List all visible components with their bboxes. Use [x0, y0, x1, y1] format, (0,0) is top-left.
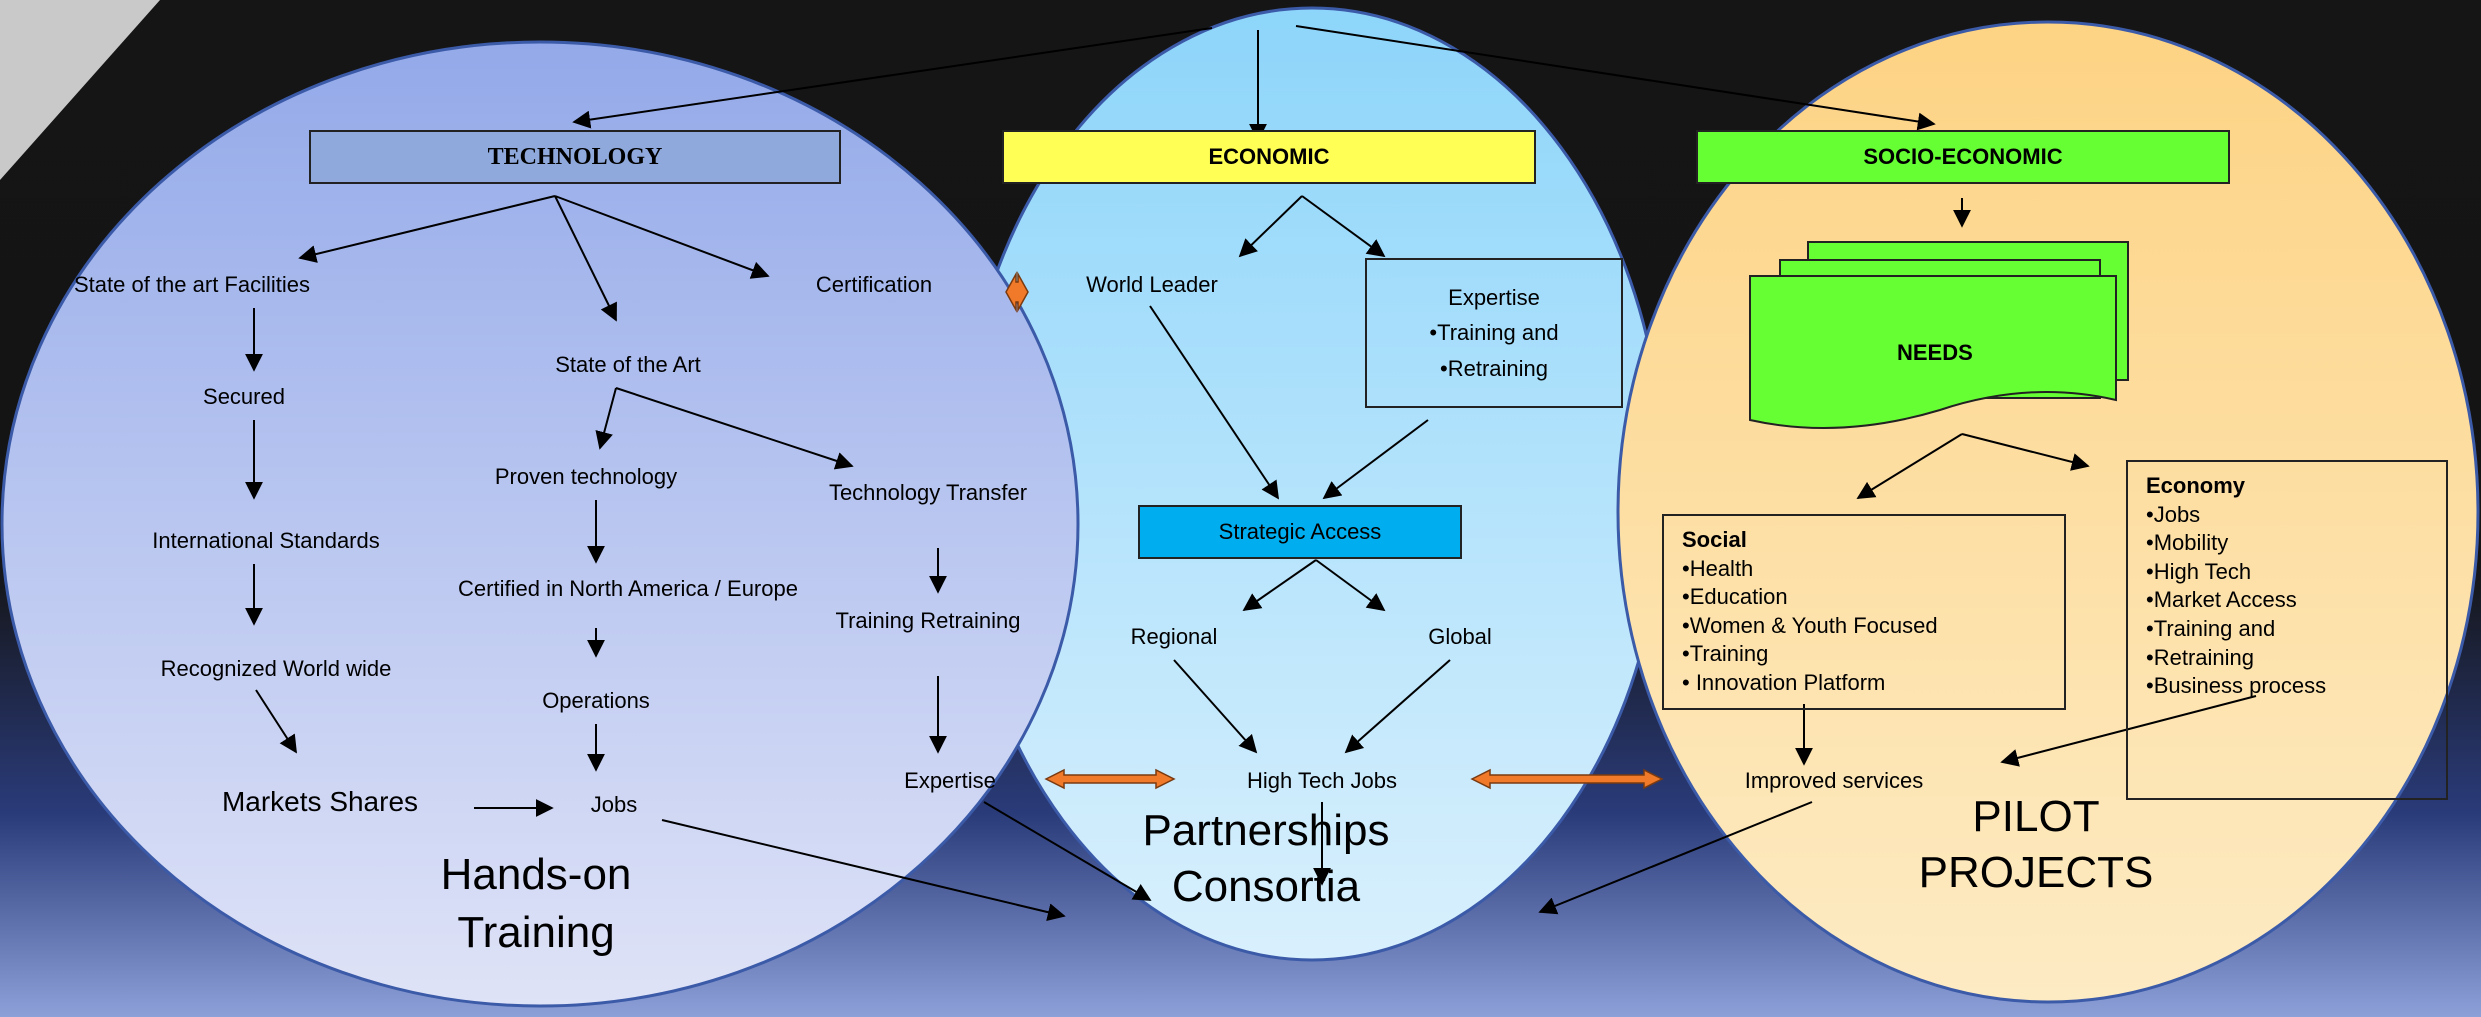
social-item: •Education: [1682, 584, 1788, 610]
expertise-box-title: Expertise: [1448, 285, 1540, 311]
certified-north-america-label: Certified in North America / Europe: [458, 576, 798, 601]
secured-label: Secured: [203, 384, 285, 409]
social-item: •Health: [1682, 555, 1754, 581]
socio-economic-header: SOCIO-ECONOMIC: [1696, 130, 2230, 184]
economic-header-label: ECONOMIC: [1208, 144, 1330, 169]
jobs-label: Jobs: [590, 792, 638, 817]
double-arrow-certification: [1005, 271, 1029, 313]
training-footer-label: Training: [457, 908, 615, 957]
pilot-label: PILOT: [1972, 792, 2100, 841]
double-arrow-technology-economic: [1044, 768, 1176, 790]
expertise-item-retraining: •Retraining: [1440, 355, 1548, 381]
operations-label: Operations: [542, 688, 650, 713]
socio-economic-header-label: SOCIO-ECONOMIC: [1863, 144, 2063, 169]
international-standards-label: International Standards: [152, 528, 380, 553]
corner-photo-fragment: [0, 0, 160, 180]
economy-box: Economy •Jobs •Mobility •High Tech •Mark…: [2126, 460, 2448, 800]
technology-transfer-label: Technology Transfer: [828, 480, 1028, 505]
global-label: Global: [1428, 624, 1492, 649]
facilities-label: State of the art Facilities: [74, 272, 310, 297]
regional-label: Regional: [1130, 624, 1218, 649]
recognized-worldwide-label: Recognized World wide: [160, 656, 392, 681]
social-item: • Innovation Platform: [1682, 669, 1886, 695]
strategic-access-label: Strategic Access: [1218, 519, 1382, 544]
economy-item: •High Tech: [2146, 558, 2252, 584]
economy-item: •Training and: [2146, 615, 2276, 641]
proven-technology-label: Proven technology: [494, 464, 678, 489]
economy-item: •Mobility: [2146, 530, 2229, 556]
double-arrows: [1005, 271, 1664, 790]
world-leader-label: World Leader: [1086, 272, 1218, 297]
connector-lines: [245, 25, 2257, 921]
expertise-item-training: •Training and: [1429, 320, 1559, 346]
improved-services-label: Improved services: [1744, 768, 1924, 793]
projects-label: PROJECTS: [1918, 848, 2154, 897]
market-shares-label: Markets Shares: [221, 786, 419, 817]
economy-item: •Jobs: [2146, 501, 2201, 527]
needs-document-stack: [1749, 241, 2129, 429]
hands-on-label: Hands-on: [440, 850, 632, 899]
certification-label: Certification: [815, 272, 933, 297]
economy-item: •Retraining: [2146, 644, 2254, 670]
economy-item: •Market Access: [2146, 587, 2297, 613]
training-retraining-label: Training Retraining: [835, 608, 1021, 633]
economy-title: Economy: [2146, 473, 2246, 498]
needs-label: NEEDS: [1897, 340, 1973, 365]
social-item: •Training: [1682, 641, 1769, 667]
technology-header: TECHNOLOGY: [309, 130, 841, 184]
social-box: Social •Health •Education •Women & Youth…: [1662, 514, 2066, 710]
state-of-art-label: State of the Art: [555, 352, 701, 377]
technology-circle: [0, 40, 1080, 1008]
economy-item: •Business process: [2146, 673, 2327, 699]
strategic-access-box: Strategic Access: [1138, 505, 1462, 559]
partnerships-label: Partnerships: [1142, 806, 1390, 855]
high-tech-jobs-label: High Tech Jobs: [1246, 768, 1398, 793]
expertise-box: Expertise •Training and •Retraining: [1365, 258, 1623, 408]
double-arrow-economic-socio: [1470, 768, 1664, 790]
technology-expertise-label: Expertise: [904, 768, 996, 793]
technology-header-label: TECHNOLOGY: [487, 143, 663, 170]
consortia-label: Consortia: [1171, 862, 1361, 911]
economic-header: ECONOMIC: [1002, 130, 1536, 184]
social-item: •Women & Youth Focused: [1682, 612, 1938, 638]
social-title: Social: [1682, 527, 1747, 552]
